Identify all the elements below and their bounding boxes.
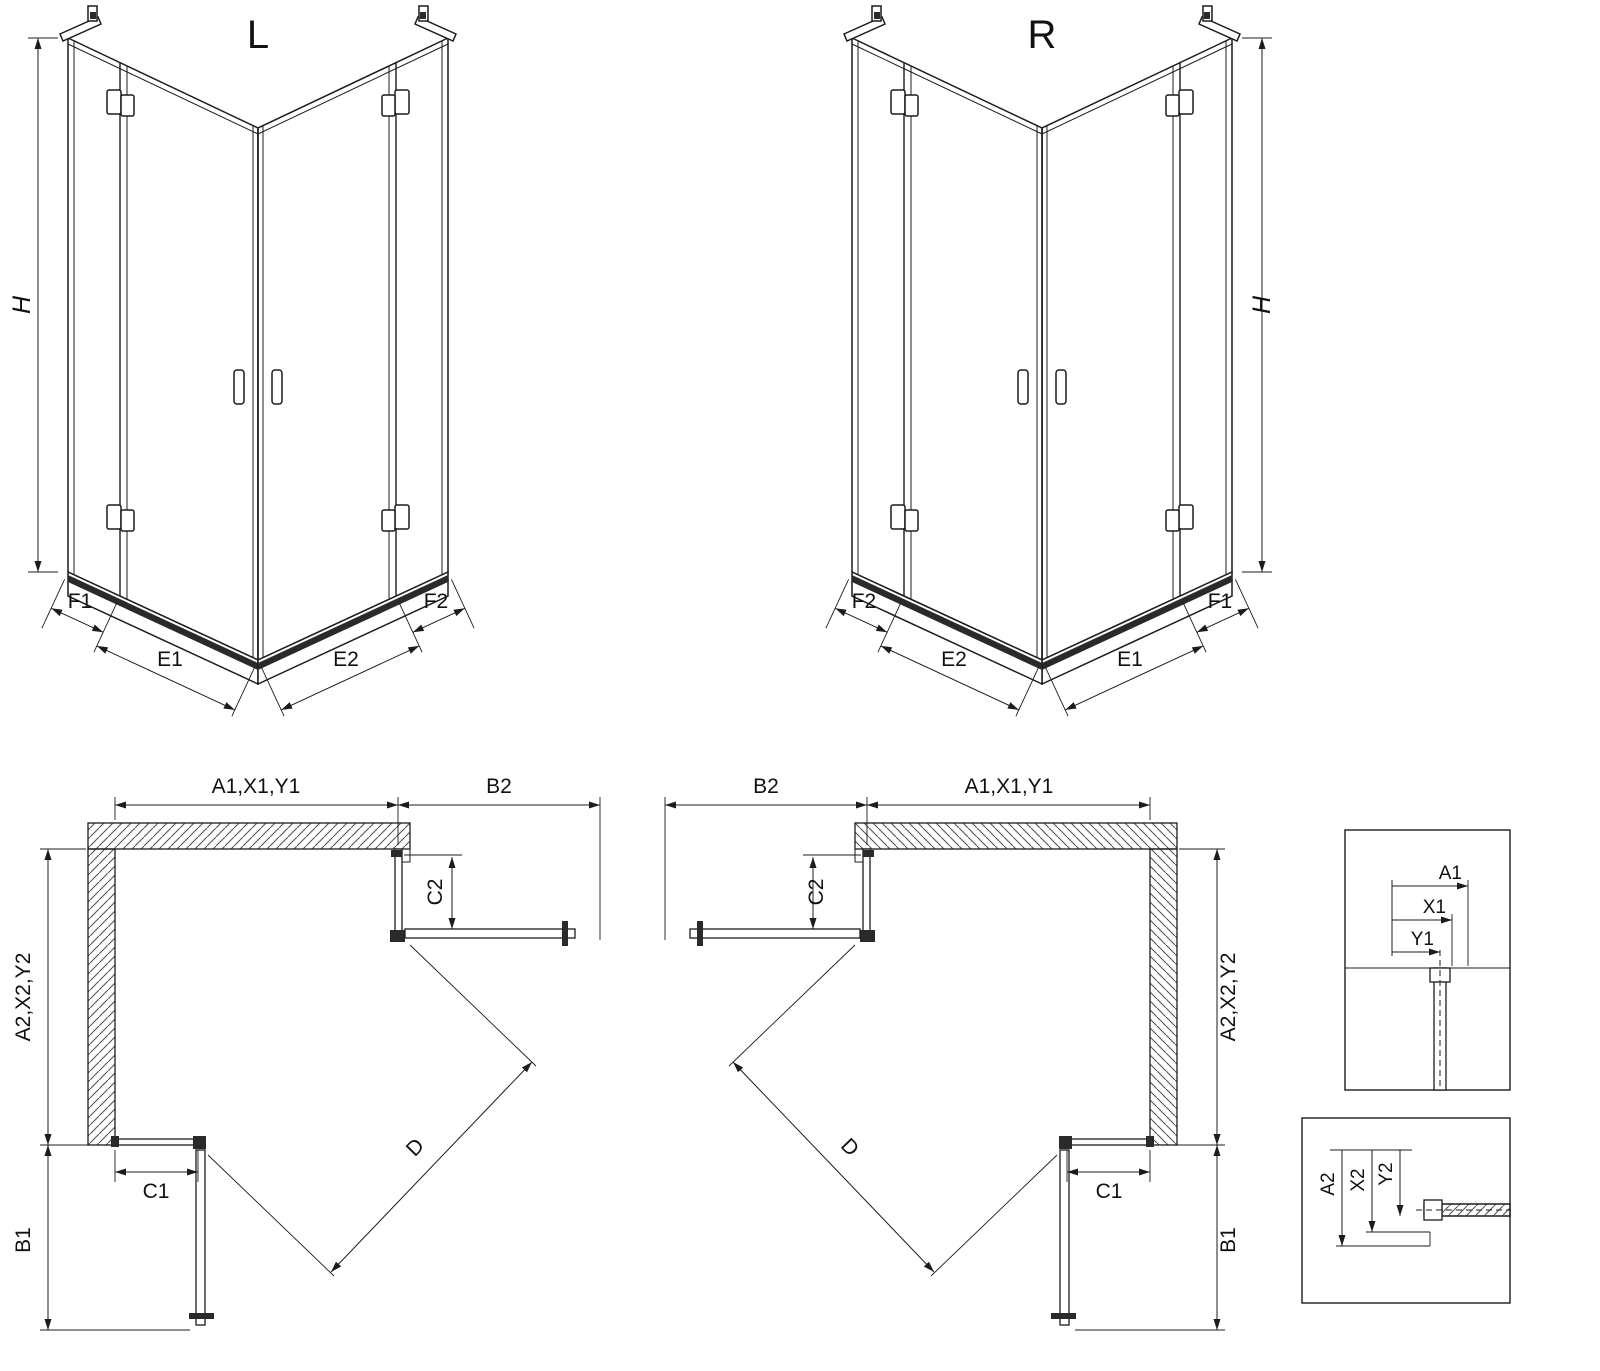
detail-label-a2: A2 [1318,1172,1339,1195]
dim-label-a2-plan-left: A2,X2,Y2 [12,953,35,1042]
dim-label-f1-left: F1 [68,590,93,613]
dim-label-e2-right: E2 [941,648,967,671]
dim-label-d-plan-right: D [836,1134,863,1161]
dim-label-b1-plan-right: B1 [1217,1227,1240,1253]
detail-label-a1: A1 [1439,863,1462,884]
detail-box-a1: A1 X1 Y1 [1344,829,1511,1091]
dim-label-a2-plan-right: A2,X2,Y2 [1217,953,1240,1042]
dim-label-d-plan-left: D [402,1134,429,1161]
detail-label-x2: X2 [1348,1168,1369,1191]
dim-label-c2-plan-right: C2 [805,879,828,906]
dim-label-b2-plan-right: B2 [753,775,779,798]
dim-label-e1-left: E1 [157,648,183,671]
detail-label-y1: Y1 [1411,929,1434,950]
dim-label-a1-plan-left: A1,X1,Y1 [212,775,301,798]
dim-label-b2-plan-left: B2 [486,775,512,798]
detail-label-y2: Y2 [1376,1162,1397,1185]
dim-label-height-right: H [1248,295,1276,314]
iso-left-geometry [28,6,474,716]
plan-view-left: A1,X1,Y1 B2 C2 A2,X2,Y2 C1 B1 D [12,775,600,1330]
dim-label-b1-plan-left: B1 [12,1227,35,1253]
dim-label-e1-right: E1 [1117,648,1143,671]
dim-label-height-left: H [8,295,36,314]
iso-right-geometry [826,6,1272,716]
dim-label-f2-right: F2 [852,590,877,613]
dim-label-c1-plan-right: C1 [1096,1180,1123,1203]
plan-left-geometry [40,797,600,1330]
dim-label-f2-left: F2 [424,590,449,613]
variant-label-right: R [1028,13,1057,57]
dim-label-f1-right: F1 [1208,590,1233,613]
dim-label-c2-plan-left: C2 [424,879,447,906]
iso-view-right: R H F2 E2 E1 F1 [826,6,1276,716]
plan-right-geometry [665,797,1225,1330]
dim-label-a1-plan-right: A1,X1,Y1 [965,775,1054,798]
variant-label-left: L [247,13,269,57]
dim-label-c1-plan-left: C1 [143,1180,170,1203]
dim-label-e2-left: E2 [333,648,359,671]
detail-box-a2: A2 X2 Y2 [1301,1117,1511,1304]
detail-label-x1: X1 [1423,897,1446,918]
iso-view-left: L H F1 E1 E2 F2 [8,6,474,716]
plan-view-right: A1,X1,Y1 B2 C2 A2,X2,Y2 C1 B1 D [665,775,1240,1330]
